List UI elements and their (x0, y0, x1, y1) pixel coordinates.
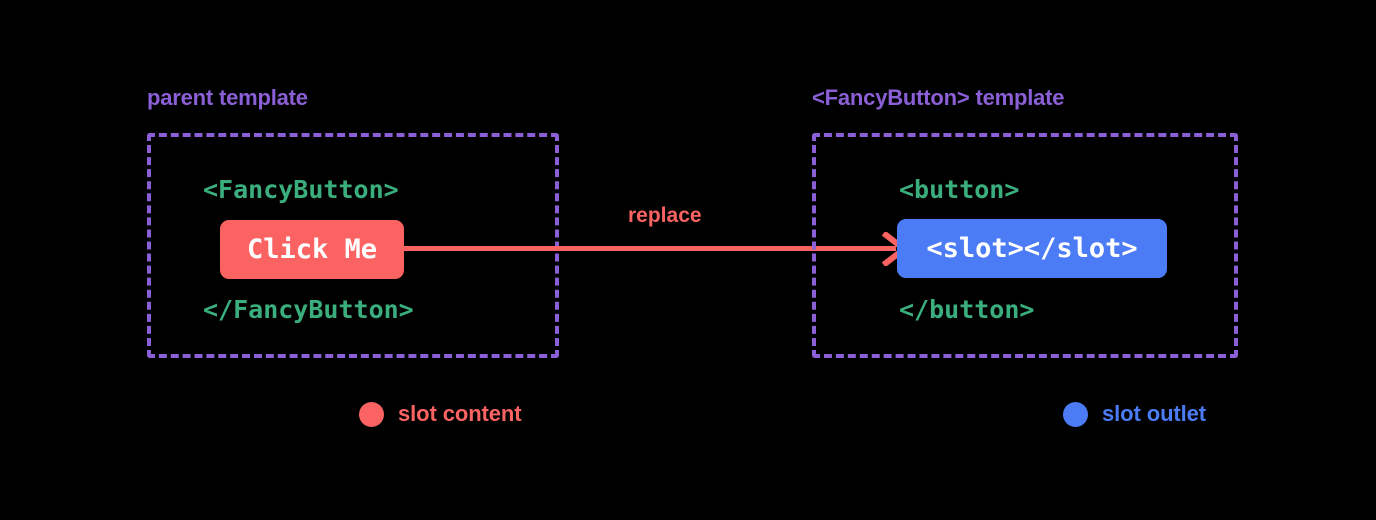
code-close-fancybutton: </FancyButton> (203, 295, 414, 324)
legend-item-slot-outlet: slot outlet (1063, 401, 1206, 427)
code-close-button: </button> (899, 295, 1035, 324)
blue-circle-icon (1063, 401, 1088, 427)
coral-circle-icon (359, 401, 384, 427)
legend-label-slot-content: slot content (398, 401, 522, 426)
code-open-button: <button> (899, 175, 1020, 204)
legend-item-slot-content: slot content (359, 401, 522, 427)
arrow-shaft (404, 246, 896, 251)
arrow-label-replace: replace (628, 204, 702, 227)
fancybutton-template-box (812, 133, 1238, 358)
fancybutton-template-label: <FancyButton> template (812, 85, 1065, 110)
slot-content-pill: Click Me (220, 220, 404, 279)
legend-label-slot-outlet: slot outlet (1102, 401, 1207, 426)
parent-template-box (147, 133, 559, 358)
code-open-fancybutton: <FancyButton> (203, 175, 399, 204)
parent-template-label: parent template (147, 85, 308, 110)
slot-outlet-pill: <slot></slot> (897, 219, 1167, 278)
